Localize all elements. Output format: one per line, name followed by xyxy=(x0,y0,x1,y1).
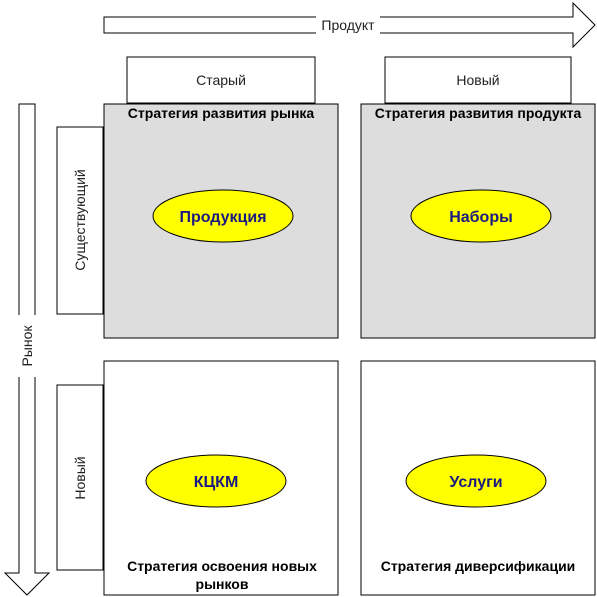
cell-top-left-item: Продукция xyxy=(179,209,266,226)
row-header-existing-label: Существующий xyxy=(72,169,88,270)
cell-market-penetration: КЦКМ Стратегия освоения новых рынков xyxy=(103,360,339,596)
cell-bottom-left-item: КЦКМ xyxy=(194,474,239,491)
cell-bottom-left-title-line2: рынков xyxy=(196,576,249,592)
cell-market-development: Стратегия развития рынка Продукция xyxy=(103,103,339,339)
row-header-new xyxy=(56,384,104,571)
product-axis: Продукт xyxy=(103,1,596,49)
column-header-new-label: Новый xyxy=(456,72,499,88)
product-axis-label: Продукт xyxy=(321,17,375,33)
column-header-old-label: Старый xyxy=(196,72,246,88)
cell-diversification: Услуги Стратегия диверсификации xyxy=(360,360,596,596)
product-axis-label-bg xyxy=(316,16,380,34)
column-header-new xyxy=(384,56,572,104)
row-header-existing xyxy=(56,126,104,315)
market-axis: Рынок xyxy=(3,103,51,596)
row-header-new-label: Новый xyxy=(72,456,88,499)
cell-bottom-right-ellipse xyxy=(405,454,547,508)
cell-top-left-ellipse xyxy=(152,189,294,243)
cell-top-right-ellipse xyxy=(410,189,552,243)
market-axis-label: Рынок xyxy=(19,325,35,367)
cell-bottom-left-title-line1: Стратегия освоения новых xyxy=(127,558,317,574)
market-axis-label-bg xyxy=(17,315,37,377)
column-header-old xyxy=(126,56,316,104)
cell-bottom-right-title: Стратегия диверсификации xyxy=(381,558,576,574)
cell-bottom-left-ellipse xyxy=(145,454,287,508)
cell-product-development: Стратегия развития продукта Наборы xyxy=(360,103,596,339)
cell-top-right-title: Стратегия развития продукта xyxy=(375,105,582,121)
cell-top-right-item: Наборы xyxy=(449,209,513,226)
cell-top-left-title: Стратегия развития рынка xyxy=(128,105,315,121)
cell-bottom-right-item: Услуги xyxy=(449,474,502,491)
